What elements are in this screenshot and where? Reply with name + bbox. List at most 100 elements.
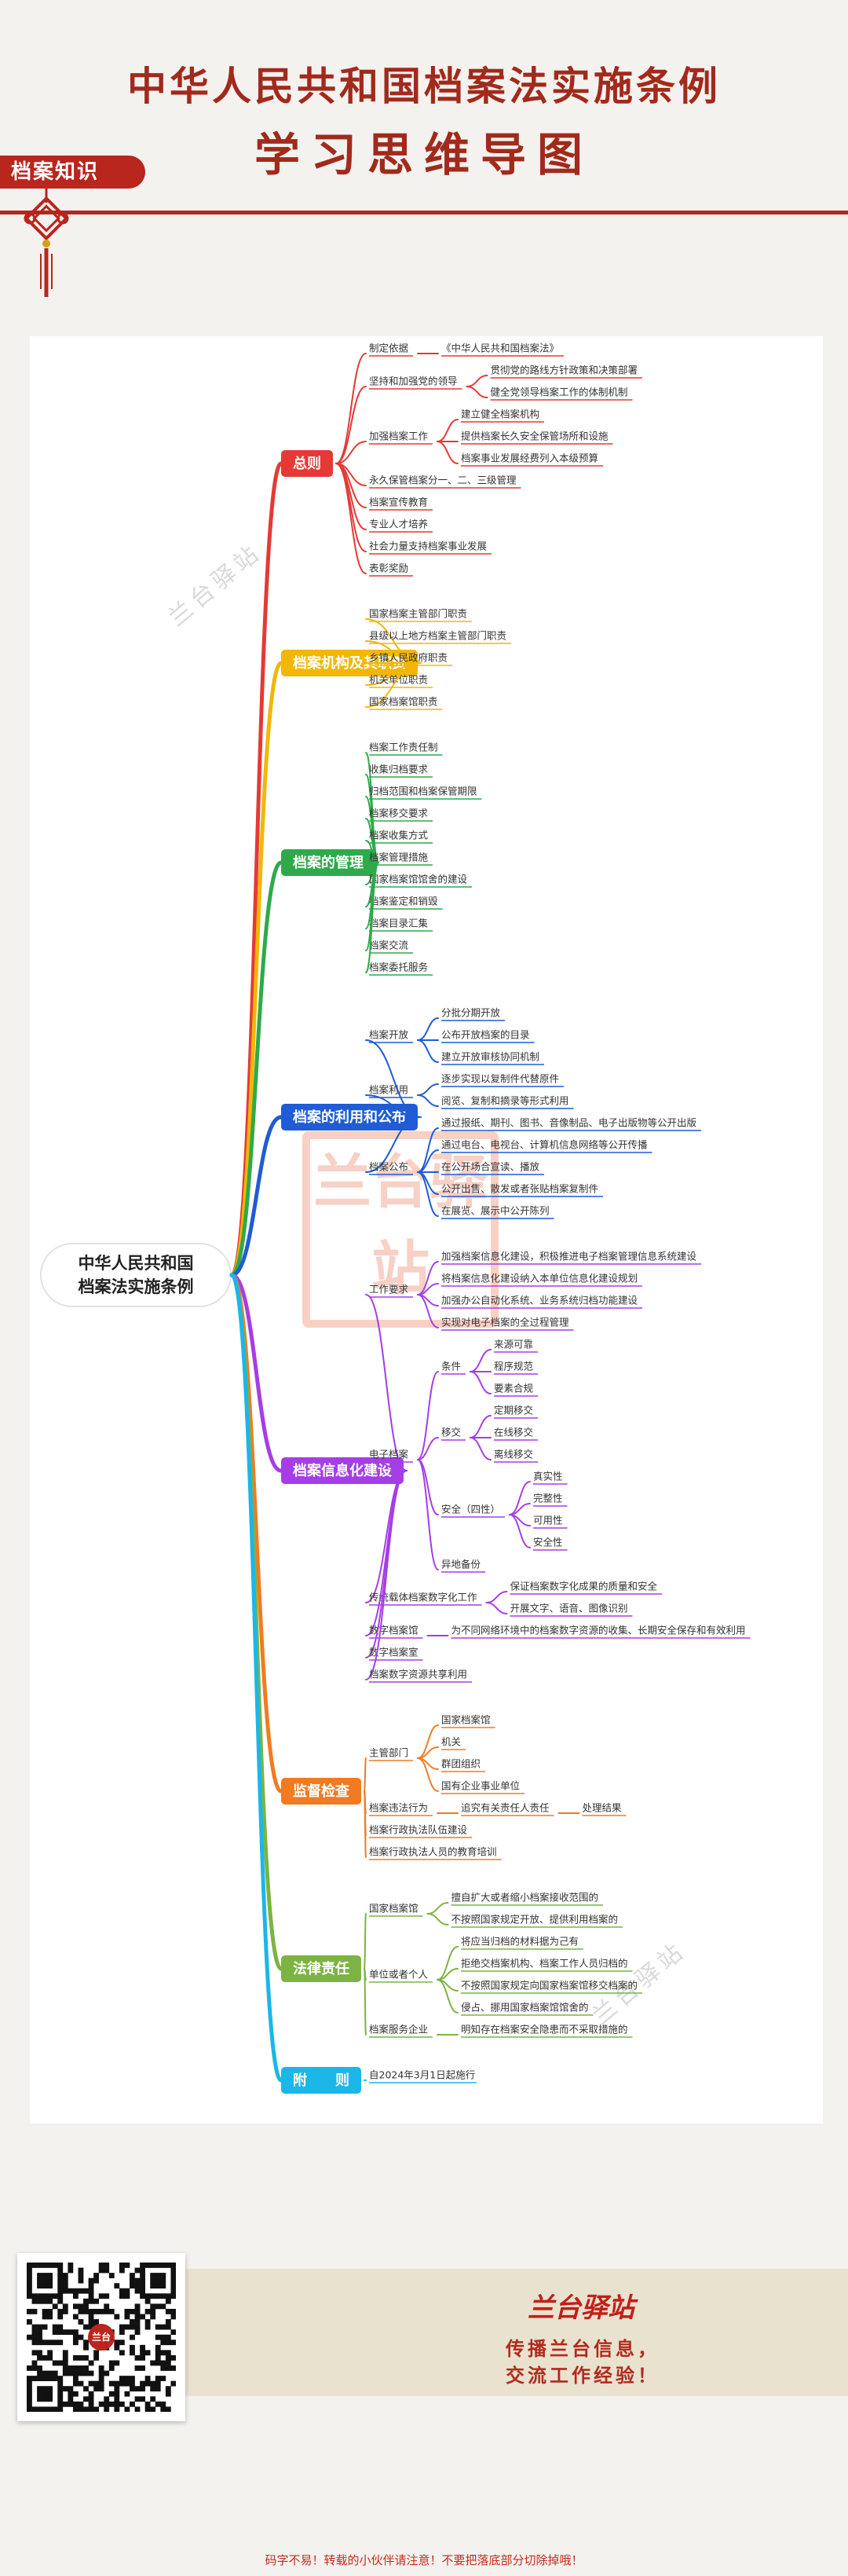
center-title-line1: 中华人民共和国: [79, 1254, 194, 1273]
qr-module: [62, 2308, 68, 2314]
branch-node-3[interactable]: 档案的管理: [281, 849, 375, 876]
qr-module: [62, 2288, 68, 2294]
qr-module: [140, 2350, 145, 2356]
qr-module: [27, 2406, 32, 2412]
branch-node-8[interactable]: 附 则: [281, 2067, 361, 2094]
node-label: 将档案信息化建设纳入本单位信息化建设规划: [441, 1273, 638, 1284]
qr-module: [93, 2308, 100, 2314]
node-connector: [417, 1094, 439, 1107]
node-connector: [364, 1968, 367, 2036]
node-label: 群团组织: [441, 1758, 481, 1770]
node-label: 国家档案馆馆舍的建设: [369, 874, 468, 885]
node-label: 贯彻党的路线方针政策和决策部署: [491, 365, 638, 376]
qr-module: [31, 2324, 38, 2330]
qr-module: [47, 2308, 53, 2314]
node-label: 加强办公自动化系统、业务系统归档功能建设: [441, 1295, 638, 1306]
node-label: 不按照国家规定向国家档案馆移交档案的: [461, 1980, 638, 1992]
qr-module: [57, 2283, 64, 2289]
qr-module: [170, 2340, 176, 2346]
qr-module: [170, 2380, 176, 2387]
qr-module: [52, 2340, 58, 2346]
node-label: 档案委托服务: [369, 962, 428, 973]
qr-module: [104, 2263, 110, 2268]
node-label: 擅自扩大或者缩小档案接收范围的: [451, 1892, 599, 1904]
qr-module: [72, 2401, 79, 2407]
qr-module: [150, 2283, 156, 2289]
qr-module: [62, 2350, 68, 2356]
qr-module: [27, 2391, 32, 2397]
qr-module: [57, 2308, 64, 2314]
node-label: 数字档案室: [369, 1647, 419, 1658]
qr-module: [42, 2386, 48, 2392]
node-connector: [365, 862, 379, 973]
qr-module: [144, 2406, 151, 2412]
qr-module: [134, 2303, 141, 2310]
qr-module: [37, 2350, 42, 2356]
qr-module: [68, 2365, 74, 2371]
qr-module: [134, 2329, 141, 2336]
qr-module: [114, 2396, 120, 2402]
qr-module: [93, 2350, 100, 2356]
qr-module: [68, 2386, 74, 2392]
qr-module: [83, 2370, 89, 2376]
qr-module: [78, 2380, 84, 2387]
node-label: 国家档案馆: [441, 1714, 491, 1726]
qr-module: [93, 2386, 100, 2392]
qr-module: [130, 2344, 135, 2351]
qr-module: [144, 2324, 151, 2330]
branch-node-1[interactable]: 总则: [281, 450, 333, 477]
center-node[interactable]: 中华人民共和国档案法实施条例: [40, 1243, 232, 1307]
qr-module: [62, 2329, 68, 2336]
branch-box: [281, 1457, 404, 1484]
branch-node-6[interactable]: 监督检查: [281, 1778, 361, 1805]
node-label: 档案事业发展经费列入本级预算: [461, 453, 598, 464]
qr-module: [37, 2406, 42, 2412]
qr-module: [144, 2380, 151, 2387]
qr-module: [108, 2360, 115, 2366]
qr-module: [27, 2319, 32, 2325]
qr-module: [93, 2354, 100, 2361]
qr-module: [170, 2354, 176, 2361]
qr-module: [160, 2283, 166, 2289]
branch-node-7[interactable]: 法律责任: [281, 1955, 361, 1982]
qr-module: [144, 2401, 151, 2407]
qr-module: [37, 2340, 42, 2346]
node-label: 健全党领导档案工作的体制机制: [491, 387, 628, 398]
node-label: 建立开放审核协同机制: [441, 1051, 539, 1063]
qr-module: [140, 2263, 145, 2268]
qr-module: [134, 2406, 141, 2412]
qr-module: [62, 2354, 68, 2361]
qr-module: [140, 2267, 145, 2274]
qr-module: [42, 2308, 48, 2314]
qr-module: [27, 2376, 32, 2381]
qr-module: [170, 2267, 176, 2274]
node-label: 机关: [441, 1736, 461, 1748]
node-label: 单位或者个人: [369, 1969, 429, 1981]
branch-node-5[interactable]: 档案信息化建设: [281, 1457, 404, 1484]
qr-module: [88, 2283, 94, 2289]
qr-module: [47, 2298, 53, 2304]
node-connector: [335, 463, 367, 552]
qr-module: [165, 2263, 171, 2268]
qr-module: [83, 2308, 89, 2314]
qr-module: [130, 2334, 135, 2340]
qr-module: [72, 2376, 79, 2381]
qr-code[interactable]: 兰台: [17, 2253, 185, 2421]
qr-module: [104, 2293, 110, 2299]
qr-module: [27, 2273, 32, 2278]
branch-node-4[interactable]: 档案的利用和公布: [281, 1104, 418, 1130]
branch-node-2[interactable]: 档案机构及其职责: [281, 650, 418, 676]
qr-module: [88, 2308, 94, 2314]
qr-module: [140, 2386, 145, 2392]
qr-module: [155, 2277, 161, 2284]
node-connector: [426, 1913, 449, 1926]
branch-label: 档案的管理: [293, 854, 364, 871]
qr-module: [160, 2406, 166, 2412]
qr-module: [47, 2277, 53, 2284]
qr-module: [37, 2263, 42, 2268]
qr-module: [47, 2396, 53, 2402]
qr-module: [72, 2406, 79, 2412]
qr-module: [62, 2365, 68, 2371]
node-label: 可用性: [533, 1515, 563, 1526]
qr-module: [160, 2401, 166, 2407]
